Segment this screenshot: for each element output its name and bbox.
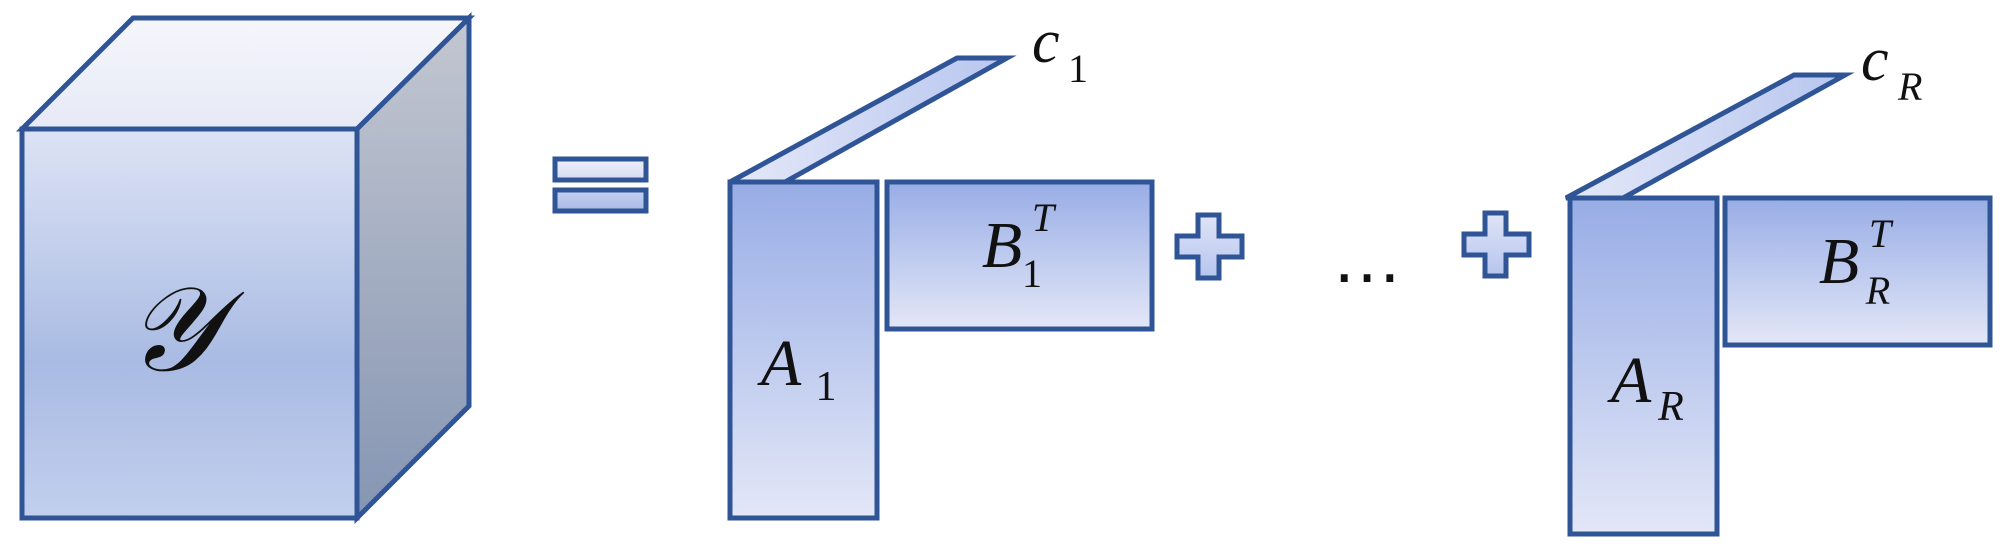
equals-sign bbox=[552, 156, 649, 214]
label-c1: c bbox=[1032, 8, 1060, 76]
label-br-superscript: T bbox=[1869, 211, 1894, 256]
label-ar-subscript: R bbox=[1657, 384, 1684, 430]
equals-bar-top bbox=[552, 156, 649, 183]
rank-one-term-1: c 1 A 1 B T 1 bbox=[727, 8, 1155, 521]
matrix-ar bbox=[1567, 195, 1720, 537]
plus-sign-2 bbox=[1461, 210, 1532, 279]
label-br-subscript: R bbox=[1865, 268, 1890, 313]
vector-c1 bbox=[728, 55, 1017, 185]
label-cr-subscript: R bbox=[1897, 64, 1922, 109]
equals-bar-bottom bbox=[552, 187, 649, 214]
vector-cr bbox=[1564, 72, 1855, 201]
tensor-cube: 𝒴 bbox=[15, 12, 476, 525]
matrix-a1 bbox=[727, 179, 880, 521]
label-a1-subscript: 1 bbox=[816, 364, 837, 410]
cube-front-face bbox=[19, 126, 360, 521]
label-c1-subscript: 1 bbox=[1068, 46, 1088, 91]
matrix-b1-transpose bbox=[884, 179, 1155, 332]
ellipsis: … bbox=[1331, 218, 1403, 298]
label-b1-subscript: 1 bbox=[1022, 251, 1042, 296]
matrix-br-transpose bbox=[1722, 195, 1993, 348]
label-cr: c bbox=[1861, 26, 1889, 94]
label-br: B bbox=[1819, 225, 1859, 298]
plus-sign-1 bbox=[1174, 212, 1245, 281]
rank-one-term-r: c R A R B T R bbox=[1564, 26, 1993, 537]
label-a1: A bbox=[757, 327, 802, 400]
label-b1: B bbox=[982, 209, 1022, 282]
label-ar: A bbox=[1607, 344, 1652, 417]
label-b1-superscript: T bbox=[1032, 195, 1057, 240]
